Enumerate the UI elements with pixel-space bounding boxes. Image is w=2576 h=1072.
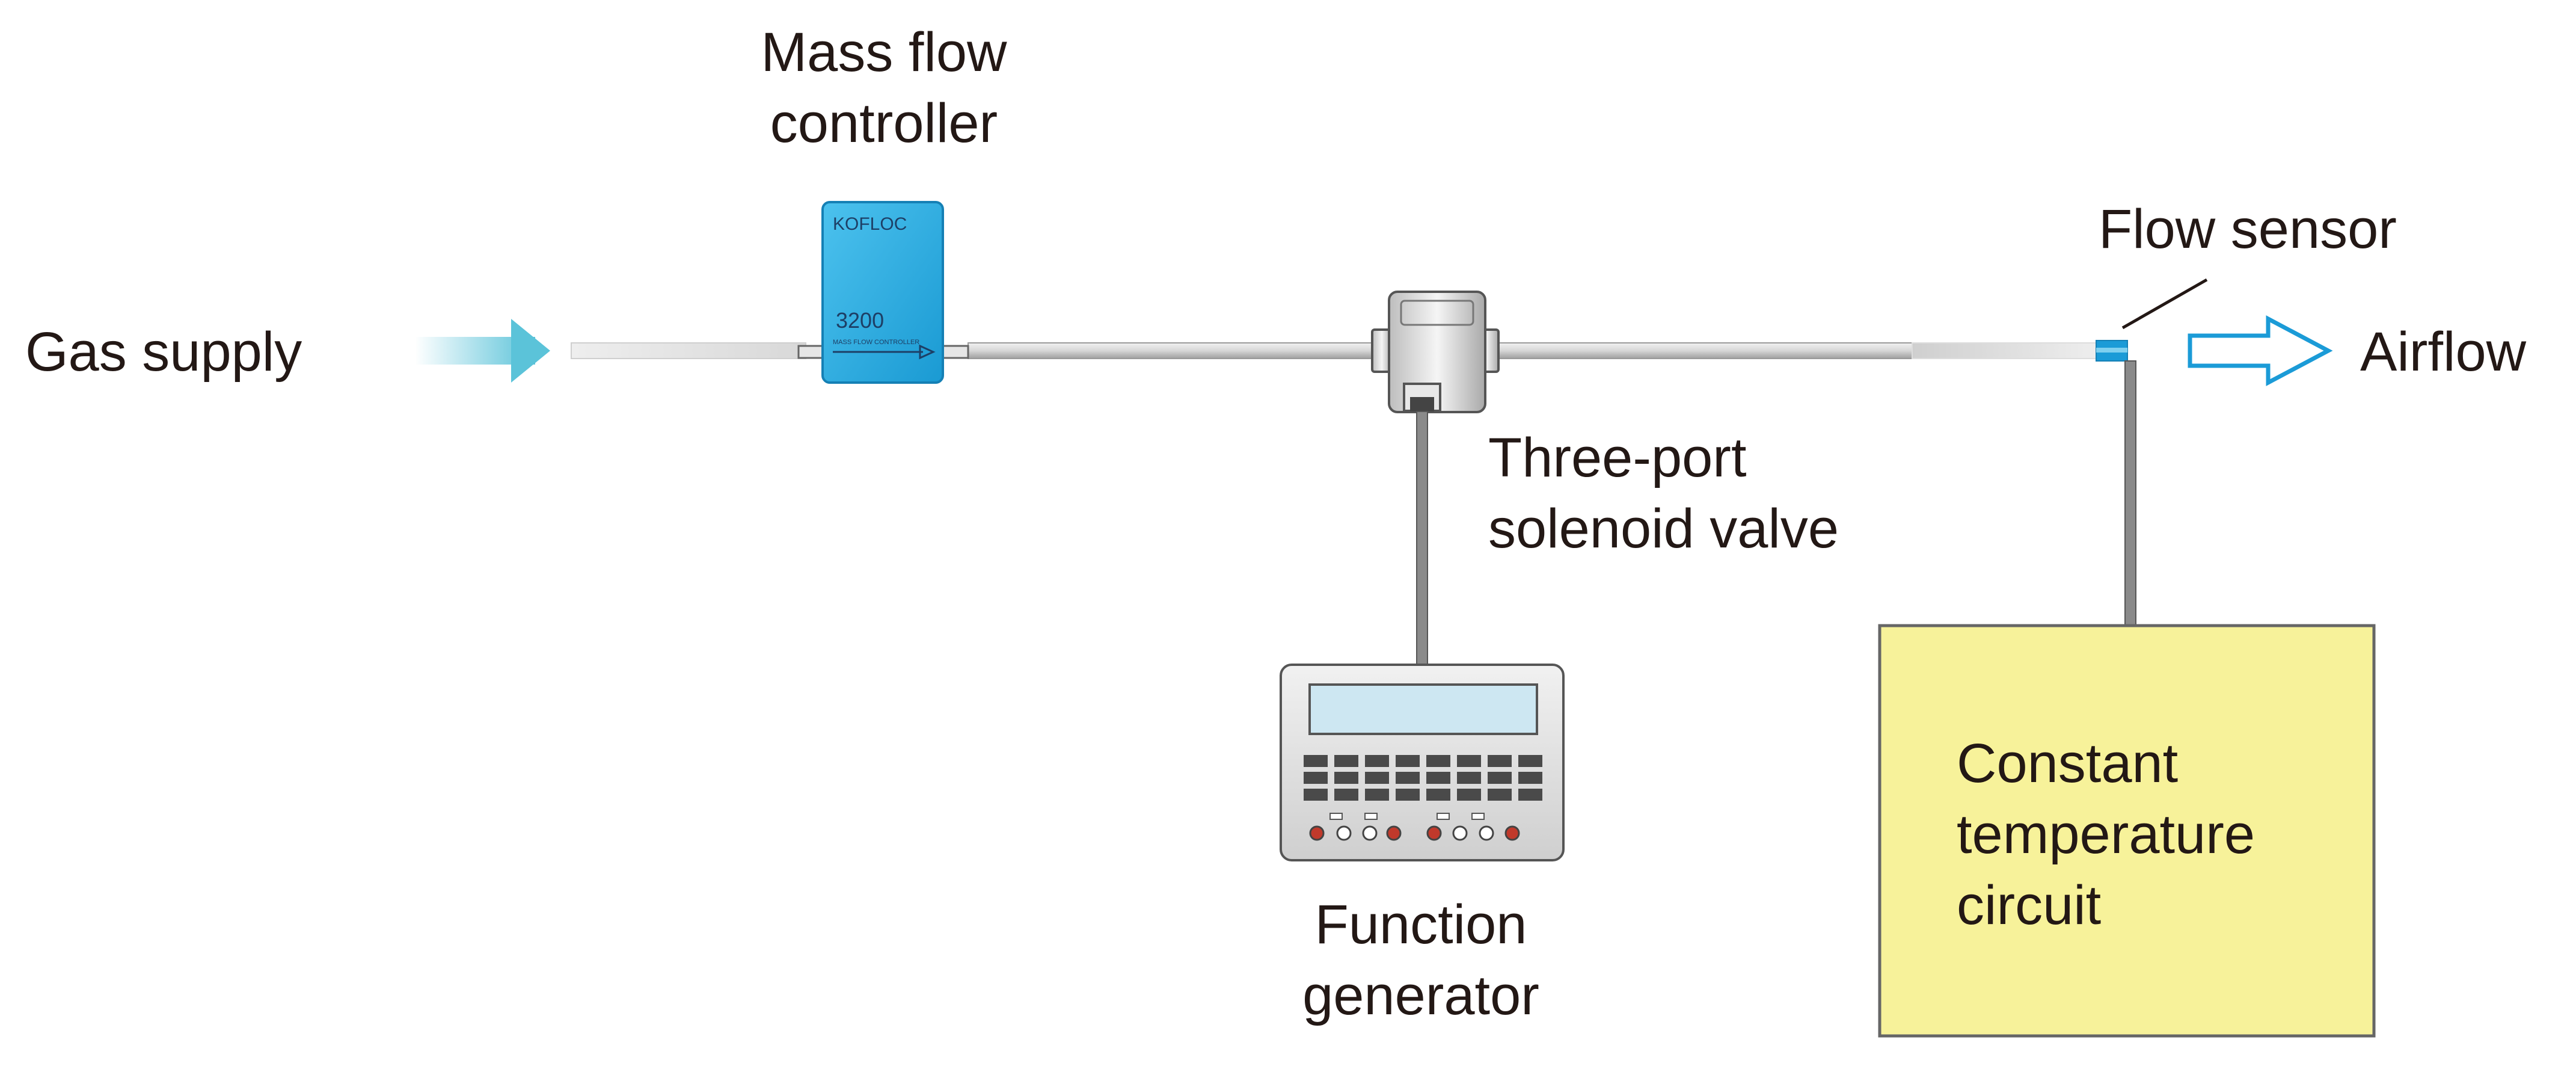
sensor-signal-wire bbox=[2124, 360, 2136, 626]
function-generator-knob bbox=[1479, 825, 1494, 841]
gas-supply-arrow-icon bbox=[415, 319, 550, 383]
function-generator-key bbox=[1365, 789, 1389, 801]
function-generator-key bbox=[1518, 755, 1542, 767]
function-generator-knob bbox=[1426, 825, 1442, 841]
function-generator-key bbox=[1488, 789, 1512, 801]
function-generator-key bbox=[1518, 772, 1542, 784]
solenoid-valve-label: Three-port solenoid valve bbox=[1488, 427, 1839, 559]
mfc-brand-text: KOFLOC bbox=[833, 214, 907, 234]
function-generator-indicator bbox=[1437, 813, 1450, 820]
function-generator-label: Function generator bbox=[1302, 894, 1539, 1026]
mfc-caption-text: MASS FLOW CONTROLLER bbox=[833, 339, 919, 346]
mass-flow-controller-label: Mass flow controller bbox=[761, 22, 1007, 154]
function-generator-indicator bbox=[1364, 813, 1378, 820]
function-generator-key bbox=[1304, 789, 1328, 801]
function-generator-key bbox=[1488, 772, 1512, 784]
function-generator-key bbox=[1488, 755, 1512, 767]
flow-sensor-label: Flow sensor bbox=[2099, 199, 2397, 260]
valve-signal-wire bbox=[1416, 411, 1428, 666]
constant-temperature-circuit-box bbox=[1878, 624, 2376, 1038]
function-generator-knob bbox=[1336, 825, 1352, 841]
airflow-label: Airflow bbox=[2360, 321, 2527, 383]
function-generator-knob bbox=[1309, 825, 1325, 841]
function-generator-knob bbox=[1386, 825, 1402, 841]
function-generator-knob bbox=[1504, 825, 1520, 841]
function-generator-key bbox=[1518, 789, 1542, 801]
function-generator-knob bbox=[1362, 825, 1378, 841]
flow-sensor-device bbox=[2096, 340, 2128, 362]
function-generator-key bbox=[1457, 755, 1481, 767]
function-generator-device bbox=[1280, 664, 1565, 861]
function-generator-key bbox=[1365, 755, 1389, 767]
function-generator-key bbox=[1334, 789, 1358, 801]
function-generator-key bbox=[1426, 789, 1450, 801]
gas-supply-label: Gas supply bbox=[25, 321, 302, 383]
constant-temperature-circuit-label: Constant temperature circuit bbox=[1957, 733, 2256, 936]
function-generator-key bbox=[1304, 755, 1328, 767]
gas-tube bbox=[571, 342, 2099, 359]
function-generator-key bbox=[1334, 772, 1358, 784]
function-generator-key bbox=[1457, 772, 1481, 784]
mfc-model-text: 3200 bbox=[836, 308, 884, 333]
function-generator-key bbox=[1396, 789, 1420, 801]
mass-flow-controller-device: KOFLOC 3200 MASS FLOW CONTROLLER bbox=[797, 201, 969, 384]
function-generator-key bbox=[1396, 772, 1420, 784]
airflow-arrow-icon bbox=[2188, 315, 2333, 386]
function-generator-key bbox=[1334, 755, 1358, 767]
function-generator-key bbox=[1304, 772, 1328, 784]
function-generator-knob bbox=[1452, 825, 1468, 841]
solenoid-valve-device bbox=[1371, 291, 1500, 413]
flow-sensor-pointer bbox=[2121, 278, 2208, 330]
function-generator-indicator bbox=[1471, 813, 1485, 820]
function-generator-key bbox=[1365, 772, 1389, 784]
function-generator-key bbox=[1426, 772, 1450, 784]
function-generator-key bbox=[1457, 789, 1481, 801]
function-generator-indicator bbox=[1329, 813, 1343, 820]
function-generator-key bbox=[1396, 755, 1420, 767]
function-generator-key bbox=[1426, 755, 1450, 767]
